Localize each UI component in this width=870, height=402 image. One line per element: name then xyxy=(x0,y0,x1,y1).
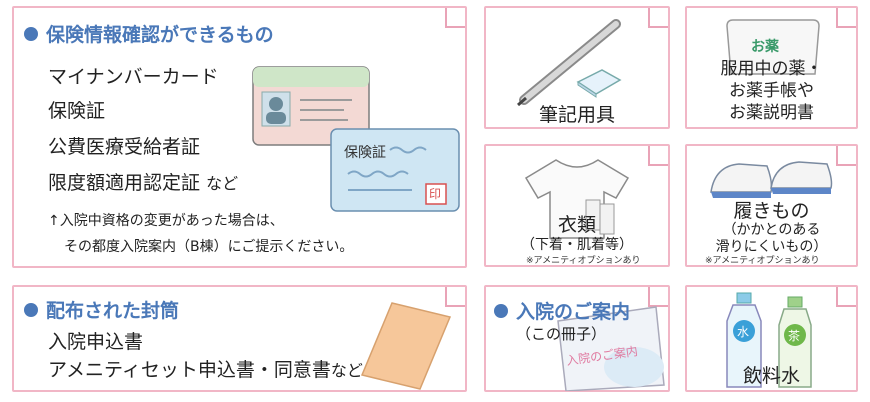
envelope-card: 配布された封筒 入院申込書 アメニティセット申込書・同意書など xyxy=(12,285,467,392)
envelope-item-amenity-consent: アメニティセット申込書・同意書など xyxy=(48,359,363,381)
medicine-bag-label: お薬 xyxy=(751,39,779,55)
insurance-card: 保険情報確認ができるもの マイナンバーカード 保険証 公費医療受給者証 限度額適… xyxy=(12,6,467,268)
checkbox[interactable] xyxy=(836,146,856,166)
medicine-line3: お薬説明書 xyxy=(729,103,814,123)
checkbox[interactable] xyxy=(648,287,668,307)
stationery-card: 筆記用具 xyxy=(484,6,670,129)
drinks-card: 水 茶 飲料水 xyxy=(685,285,858,392)
shoes-sub2: 滑りにくいもの） xyxy=(715,239,828,255)
bullet-icon xyxy=(494,303,508,318)
checkbox[interactable] xyxy=(445,287,465,307)
guide-heading: 入院のご案内 xyxy=(494,297,630,324)
envelope-icon xyxy=(360,302,452,390)
tea-bottle-label: 茶 xyxy=(788,329,801,343)
envelope-item-application: 入院申込書 xyxy=(48,331,144,353)
health-insurance-card-illustration xyxy=(330,128,460,212)
shoes-note: ※アメニティオプションあり xyxy=(705,256,820,266)
guide-card: 入院のご案内 （この冊子） 入院のご案内 xyxy=(484,285,670,392)
bullet-icon xyxy=(24,26,38,41)
health-insurance-card-label: 保険証 xyxy=(344,145,386,161)
clothing-note: ※アメニティオプションあり xyxy=(526,256,641,266)
shoes-card: 履きもの （かかとのある 滑りにくいもの） ※アメニティオプションあり xyxy=(685,144,858,267)
clothing-sub: （下着・肌着等） xyxy=(521,237,633,253)
stamp-label: 印 xyxy=(429,187,442,201)
tshirt-icon xyxy=(524,159,630,239)
insurance-note-line2: その都度入院案内（B棟）にご提示ください。 xyxy=(64,239,354,255)
water-bottle-icon xyxy=(726,292,762,388)
clothing-label: 衣類 xyxy=(557,214,596,236)
pencil-icon xyxy=(517,19,621,106)
medicine-card: お薬 服用中の薬・ お薬手帳や お薬説明書 xyxy=(685,6,858,129)
guide-booklet-icon xyxy=(557,306,665,391)
checkbox[interactable] xyxy=(648,146,668,166)
envelope-heading: 配布された封筒 xyxy=(24,296,179,323)
water-bottle-label: 水 xyxy=(737,325,750,339)
shoes-sub1: （かかとのある xyxy=(722,222,821,238)
drinks-label: 飲料水 xyxy=(742,365,800,387)
guide-sub: （この冊子） xyxy=(516,325,607,343)
medicine-bag-icon xyxy=(726,19,820,75)
shoes-label: 履きもの xyxy=(733,200,810,222)
checkbox[interactable] xyxy=(836,287,856,307)
bullet-icon xyxy=(24,302,38,317)
item-insurance-card: 保険証 xyxy=(48,100,106,122)
item-my-number-card: マイナンバーカード xyxy=(48,66,219,88)
stationery-label: 筆記用具 xyxy=(538,104,615,126)
medicine-line1: 服用中の薬・ xyxy=(720,59,823,79)
checkbox[interactable] xyxy=(836,8,856,28)
my-number-card-illustration xyxy=(252,66,370,146)
item-public-medical-certificate: 公費医療受給者証 xyxy=(48,136,201,158)
eraser-icon xyxy=(576,69,622,98)
insurance-note-line1: ↑入院中資格の変更があった場合は、 xyxy=(48,213,284,229)
checkbox[interactable] xyxy=(648,8,668,28)
medicine-line2: お薬手帳や xyxy=(729,81,814,101)
shoes-icon xyxy=(710,161,833,198)
tea-bottle-icon xyxy=(778,296,812,388)
clothing-card: 衣類 （下着・肌着等） ※アメニティオプションあり xyxy=(484,144,670,267)
insurance-heading: 保険情報確認ができるもの xyxy=(24,20,274,47)
item-limit-certificate: 限度額適用認定証 など xyxy=(48,172,239,194)
checkbox[interactable] xyxy=(445,8,465,28)
